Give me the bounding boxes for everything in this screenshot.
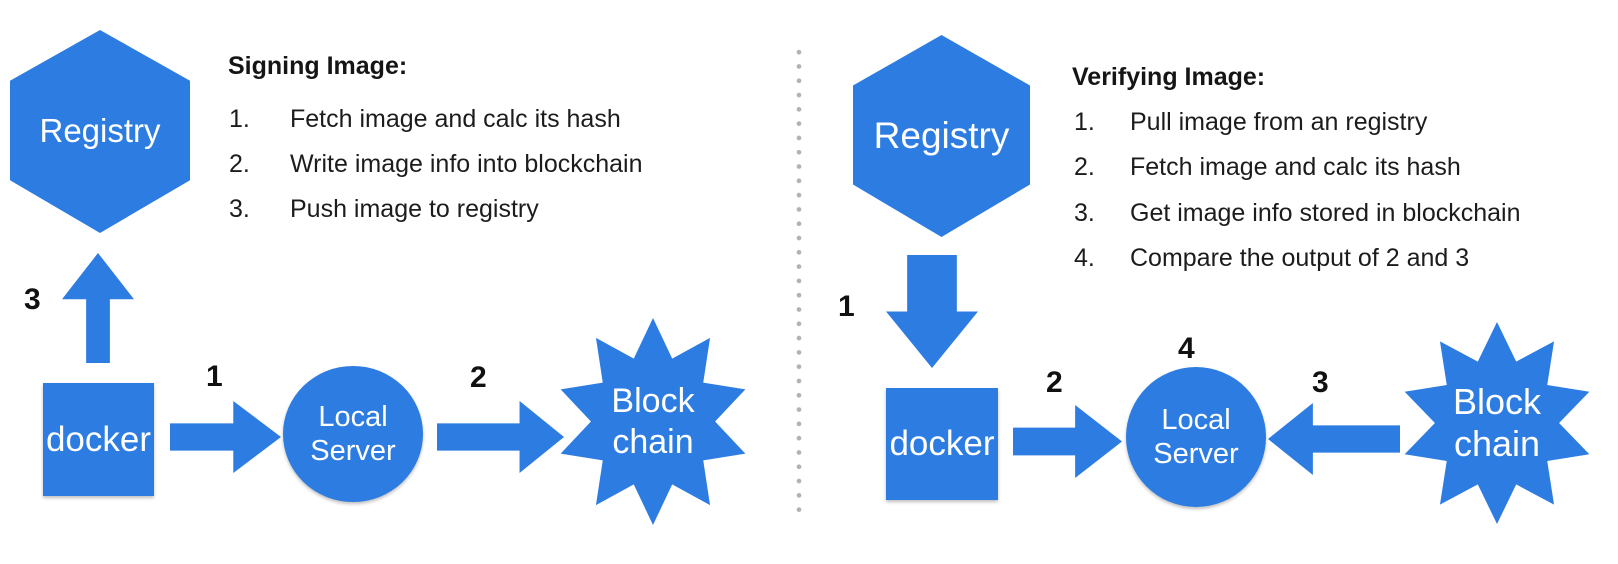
docker-label-right: docker	[889, 424, 995, 464]
verifying-step-2-num: 2.	[1074, 153, 1095, 181]
arrow-label-4-right: 4	[1178, 332, 1195, 365]
verifying-step-3: 3. Get image info stored in blockchain	[1074, 199, 1521, 228]
blockchain-star-right: Block chain	[1404, 322, 1590, 524]
verifying-step-4-num: 4.	[1074, 244, 1095, 272]
registry-label-right: Registry	[873, 115, 1010, 157]
signing-step-1-num: 1.	[229, 105, 250, 133]
signing-step-3-text: Push image to registry	[290, 195, 539, 223]
verifying-step-3-text: Get image info stored in blockchain	[1130, 199, 1521, 227]
docker-square-left: docker	[43, 383, 154, 496]
verifying-heading: Verifying Image:	[1072, 63, 1266, 91]
signing-step-2-text: Write image info into blockchain	[290, 150, 643, 178]
verifying-step-1: 1. Pull image from an registry	[1074, 108, 1427, 137]
arrow-server-to-chain-left	[437, 401, 564, 473]
blockchain-label-left: Block chain	[611, 382, 695, 461]
verifying-step-2-text: Fetch image and calc its hash	[1130, 153, 1461, 181]
verifying-step-1-text: Pull image from an registry	[1130, 108, 1428, 136]
blockchain-star-left: Block chain	[560, 318, 746, 525]
signing-step-2: 2. Write image info into blockchain	[229, 150, 643, 179]
arrow-docker-to-registry-left	[62, 253, 134, 363]
arrow-label-2-left: 2	[470, 361, 487, 394]
signing-step-3-num: 3.	[229, 195, 250, 223]
verifying-step-3-num: 3.	[1074, 199, 1095, 227]
arrow-docker-to-server-left	[170, 401, 281, 473]
registry-hexagon-left: Registry	[10, 30, 190, 233]
blockchain-label-right: Block chain	[1452, 380, 1542, 464]
registry-hexagon-right: Registry	[853, 35, 1030, 237]
arrow-label-1-right: 1	[838, 290, 855, 323]
verifying-step-1-num: 1.	[1074, 108, 1095, 136]
arrow-label-1-left: 1	[206, 360, 223, 393]
docker-label-left: docker	[45, 419, 152, 459]
local-server-label-right: Local Server	[1153, 403, 1239, 470]
local-server-circle-left: Local Server	[283, 366, 423, 502]
verifying-step-4-text: Compare the output of 2 and 3	[1130, 244, 1470, 272]
signing-step-2-num: 2.	[229, 150, 250, 178]
local-server-circle-right: Local Server	[1126, 367, 1266, 507]
arrow-docker-to-server-right	[1013, 405, 1122, 478]
signing-step-1-text: Fetch image and calc its hash	[290, 105, 621, 133]
verifying-step-4: 4. Compare the output of 2 and 3	[1074, 244, 1469, 273]
local-server-label-left: Local Server	[310, 400, 396, 467]
signing-step-3: 3. Push image to registry	[229, 195, 539, 224]
dotted-divider	[796, 45, 802, 521]
signing-heading: Signing Image:	[228, 52, 408, 80]
arrow-label-3-left: 3	[24, 283, 41, 316]
verifying-step-2: 2. Fetch image and calc its hash	[1074, 153, 1461, 182]
arrow-label-2-right: 2	[1046, 366, 1063, 399]
arrow-chain-to-server-right	[1268, 403, 1400, 475]
signing-step-1: 1. Fetch image and calc its hash	[229, 105, 621, 134]
arrow-label-3-right: 3	[1312, 366, 1329, 399]
docker-square-right: docker	[886, 388, 998, 500]
arrow-registry-to-docker-right	[886, 255, 978, 368]
registry-label-left: Registry	[39, 112, 161, 150]
